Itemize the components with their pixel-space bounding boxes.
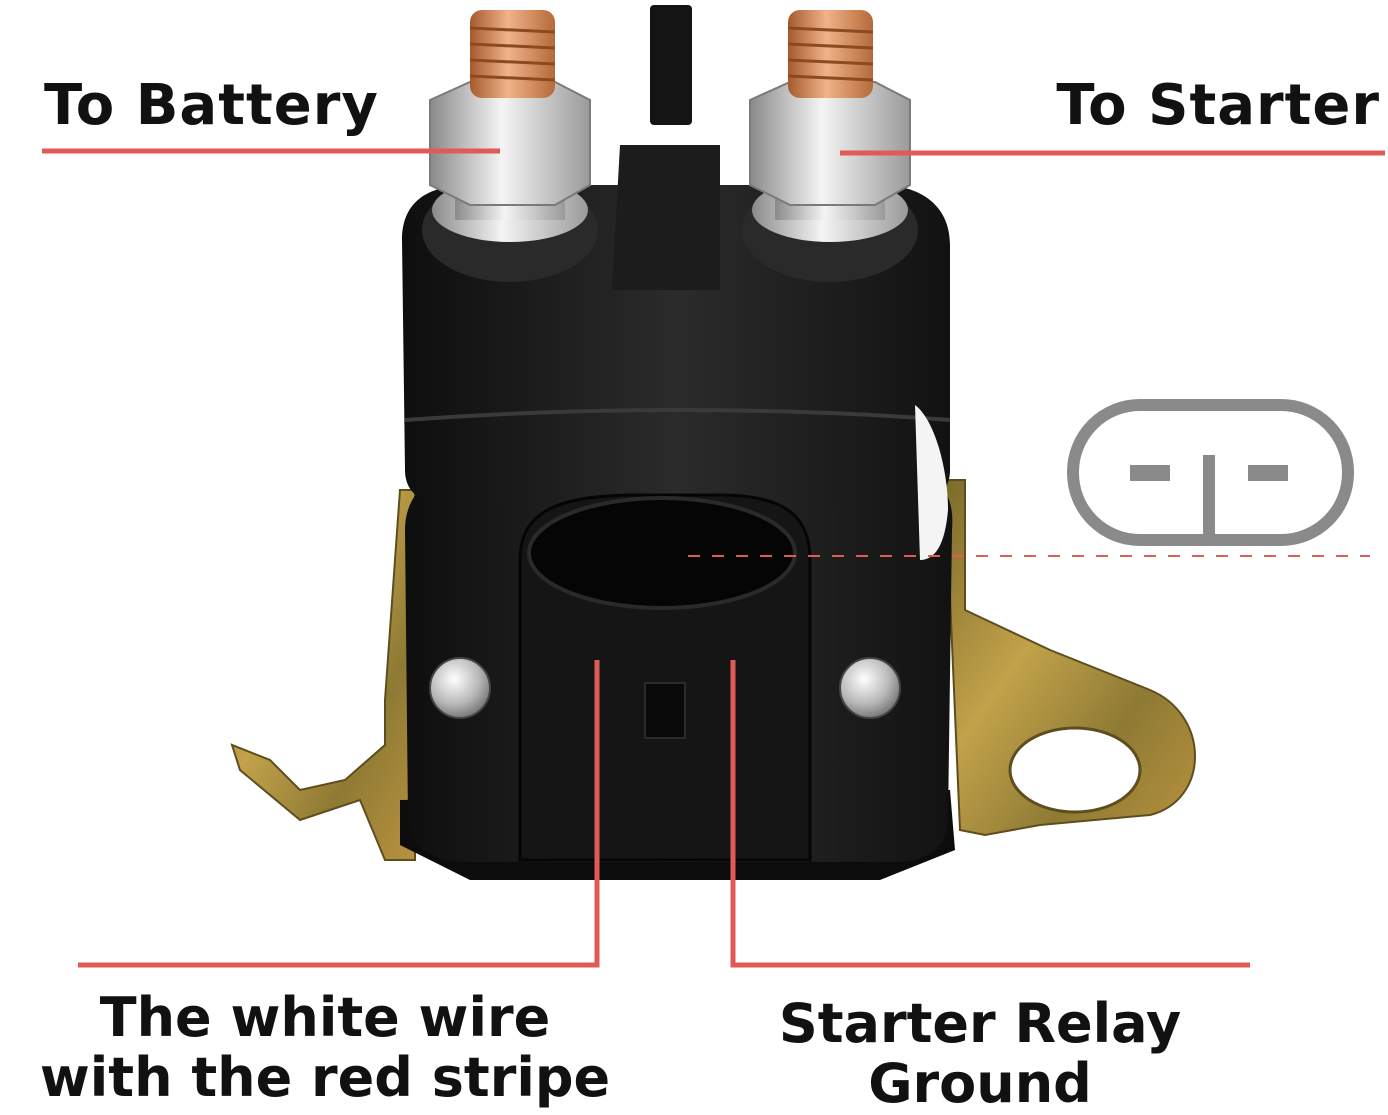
center-tab [612,5,720,290]
relay-ground-label: Starter Relay Ground [720,994,1240,1114]
leader-line-white-wire [78,660,600,968]
to-battery-label: To Battery [44,73,379,138]
mounting-bracket-right [943,479,1196,837]
connector-latch [644,682,686,739]
relay-ground-label-line1: Starter Relay [778,992,1182,1055]
connector-socket [527,496,797,610]
relay-ground-label-line2: Ground [868,1052,1092,1115]
label-sticker [915,405,948,560]
leader-line-relay-ground [730,660,1250,968]
screw-right [839,657,901,719]
to-starter-label: To Starter [1056,73,1380,138]
connector-pinout-icon [1067,399,1354,546]
bracket-hole [1008,726,1142,814]
battery-terminal [422,10,598,282]
connector-housing [518,493,812,862]
starter-terminal [742,10,918,282]
body-ridge [404,408,951,422]
screw-left [429,657,491,719]
mounting-bracket-left [230,489,416,861]
leader-lines [42,148,1385,968]
white-wire-label-line1: The white wire [99,986,551,1049]
white-wire-label-line2: with the red stripe [39,1046,611,1109]
white-wire-label: The white wire with the red stripe [0,988,650,1108]
